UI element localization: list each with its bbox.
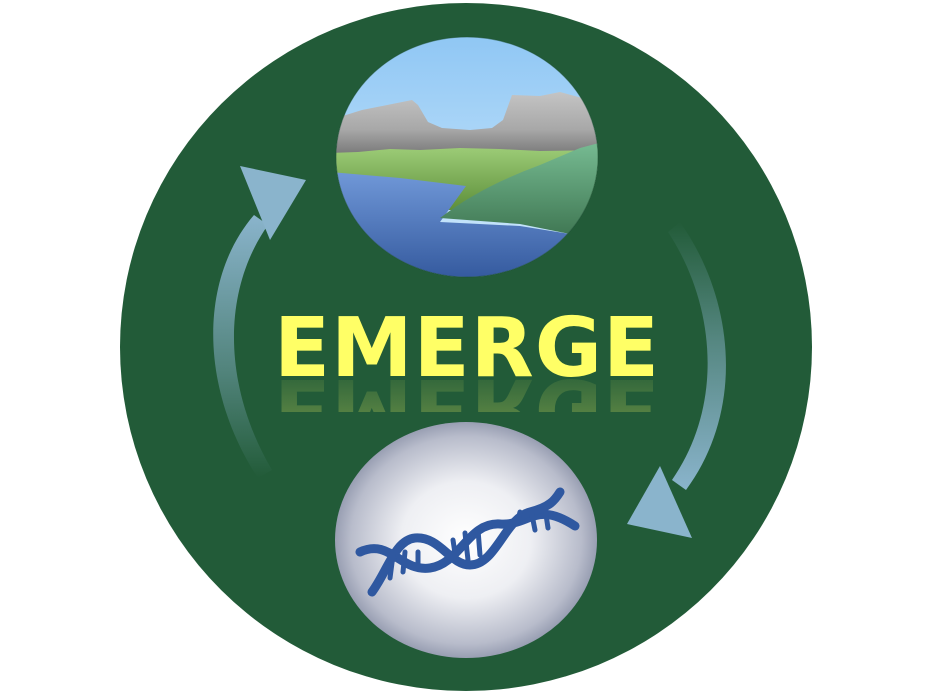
arrow-down-curved-icon <box>627 222 726 538</box>
title-reflection: EMERGE <box>274 360 660 455</box>
title-text: EMERGE <box>274 301 660 396</box>
dna-icon <box>355 487 580 597</box>
svg-text:EMERGE: EMERGE <box>274 360 660 455</box>
arrow-up-curved-icon <box>213 166 306 478</box>
landscape-icon <box>336 37 598 277</box>
